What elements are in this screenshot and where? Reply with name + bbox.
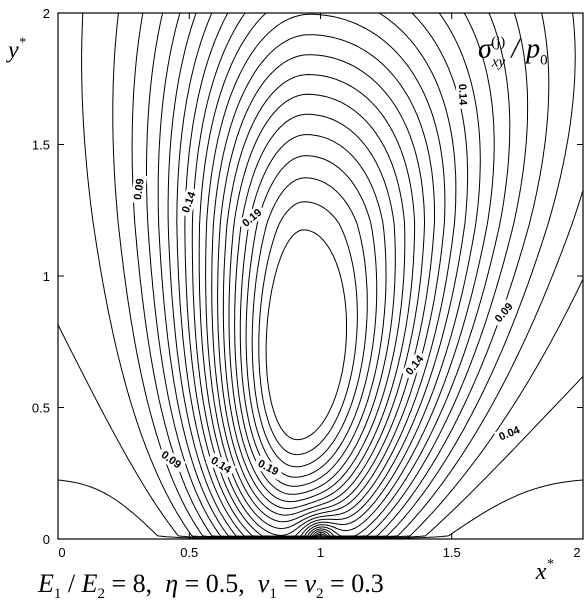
contour-label-mask-4 [489,297,518,328]
contour-line-13 [211,34,435,523]
contour-label-mask-2 [237,203,267,232]
parameter-caption: E1 / E2 = 8, η = 0.5, ν1 = ν2 = 0.3 [38,571,384,602]
contour-line-22 [265,229,347,441]
contour-line-11 [198,12,457,536]
contour-line-8 [176,12,495,538]
x-axis-label: x* [535,557,554,585]
contour-line-17 [234,113,396,495]
caption-eta-value: = 0.5, [178,569,258,598]
contour-line-18 [239,134,387,487]
x-tick-label-3: 1.5 [443,545,461,560]
contour-line-4 [131,12,576,539]
contour-label-mask-5 [400,350,429,381]
x-tick-label-1: 0.5 [180,545,198,560]
y-tick-label-4: 2 [43,6,50,21]
caption-eta: η [165,569,179,598]
contour-label-mask-3 [455,80,470,109]
contour-line-5 [146,12,550,538]
contour-label-masks [130,80,525,480]
caption-equals: = [276,569,305,598]
x-tick-label-2: 1 [317,545,324,560]
caption-E2: E [81,569,98,598]
y-tick-label-3: 1.5 [32,138,50,153]
plot-frame [57,12,584,540]
contour-line-19 [245,155,378,478]
contour-label-mask-7 [156,446,187,474]
contour-line-6 [157,12,529,538]
contour-line-9 [184,12,481,537]
contour-label-mask-9 [252,455,284,480]
contour-line-21 [258,201,358,456]
quantity-label: σxy(j)/ p0 [478,34,548,71]
contour-line-20 [251,177,368,468]
contour-label-mask-6 [493,422,525,445]
contour-label-mask-0 [130,174,148,204]
contour-line-15 [222,74,416,509]
x-tick-label-4: 2 [573,545,580,560]
contour-label-mask-1 [177,186,200,218]
caption-sub-2: 2 [97,586,106,603]
contour-line-16 [228,93,406,503]
contour-line-7 [167,12,511,538]
caption-nu-sub-1: 1 [269,586,277,603]
axis-ticks: 0 0.5 1 1.5 2 0 0.5 1 1.5 2 [32,6,584,560]
y-tick-label-2: 1 [43,269,50,284]
y-axis-label: y* [6,36,26,64]
caption-nu-value: = 0.3 [323,569,384,598]
y-tick-label-1: 0.5 [32,401,50,416]
contour-label-3: 0.14 [456,84,469,107]
y-tick-label-0: 0 [43,532,50,547]
x-tick-label-0: 0 [58,545,65,560]
caption-nu1: ν [257,569,270,598]
caption-nu-sub-2: 2 [316,586,324,603]
caption-ratio-value: = 8, [105,569,166,598]
contour-line-10 [191,12,469,537]
caption-E1: E [38,569,54,598]
caption-nu2: ν [304,569,317,598]
caption-slash: / [61,569,82,598]
contour-line-14 [217,54,425,516]
contour-lines [57,12,584,540]
caption-sub-1: 1 [53,586,62,603]
contour-line-12 [205,13,446,529]
contour-label-mask-8 [205,452,237,478]
contour-label-0: 0.09 [132,178,147,201]
